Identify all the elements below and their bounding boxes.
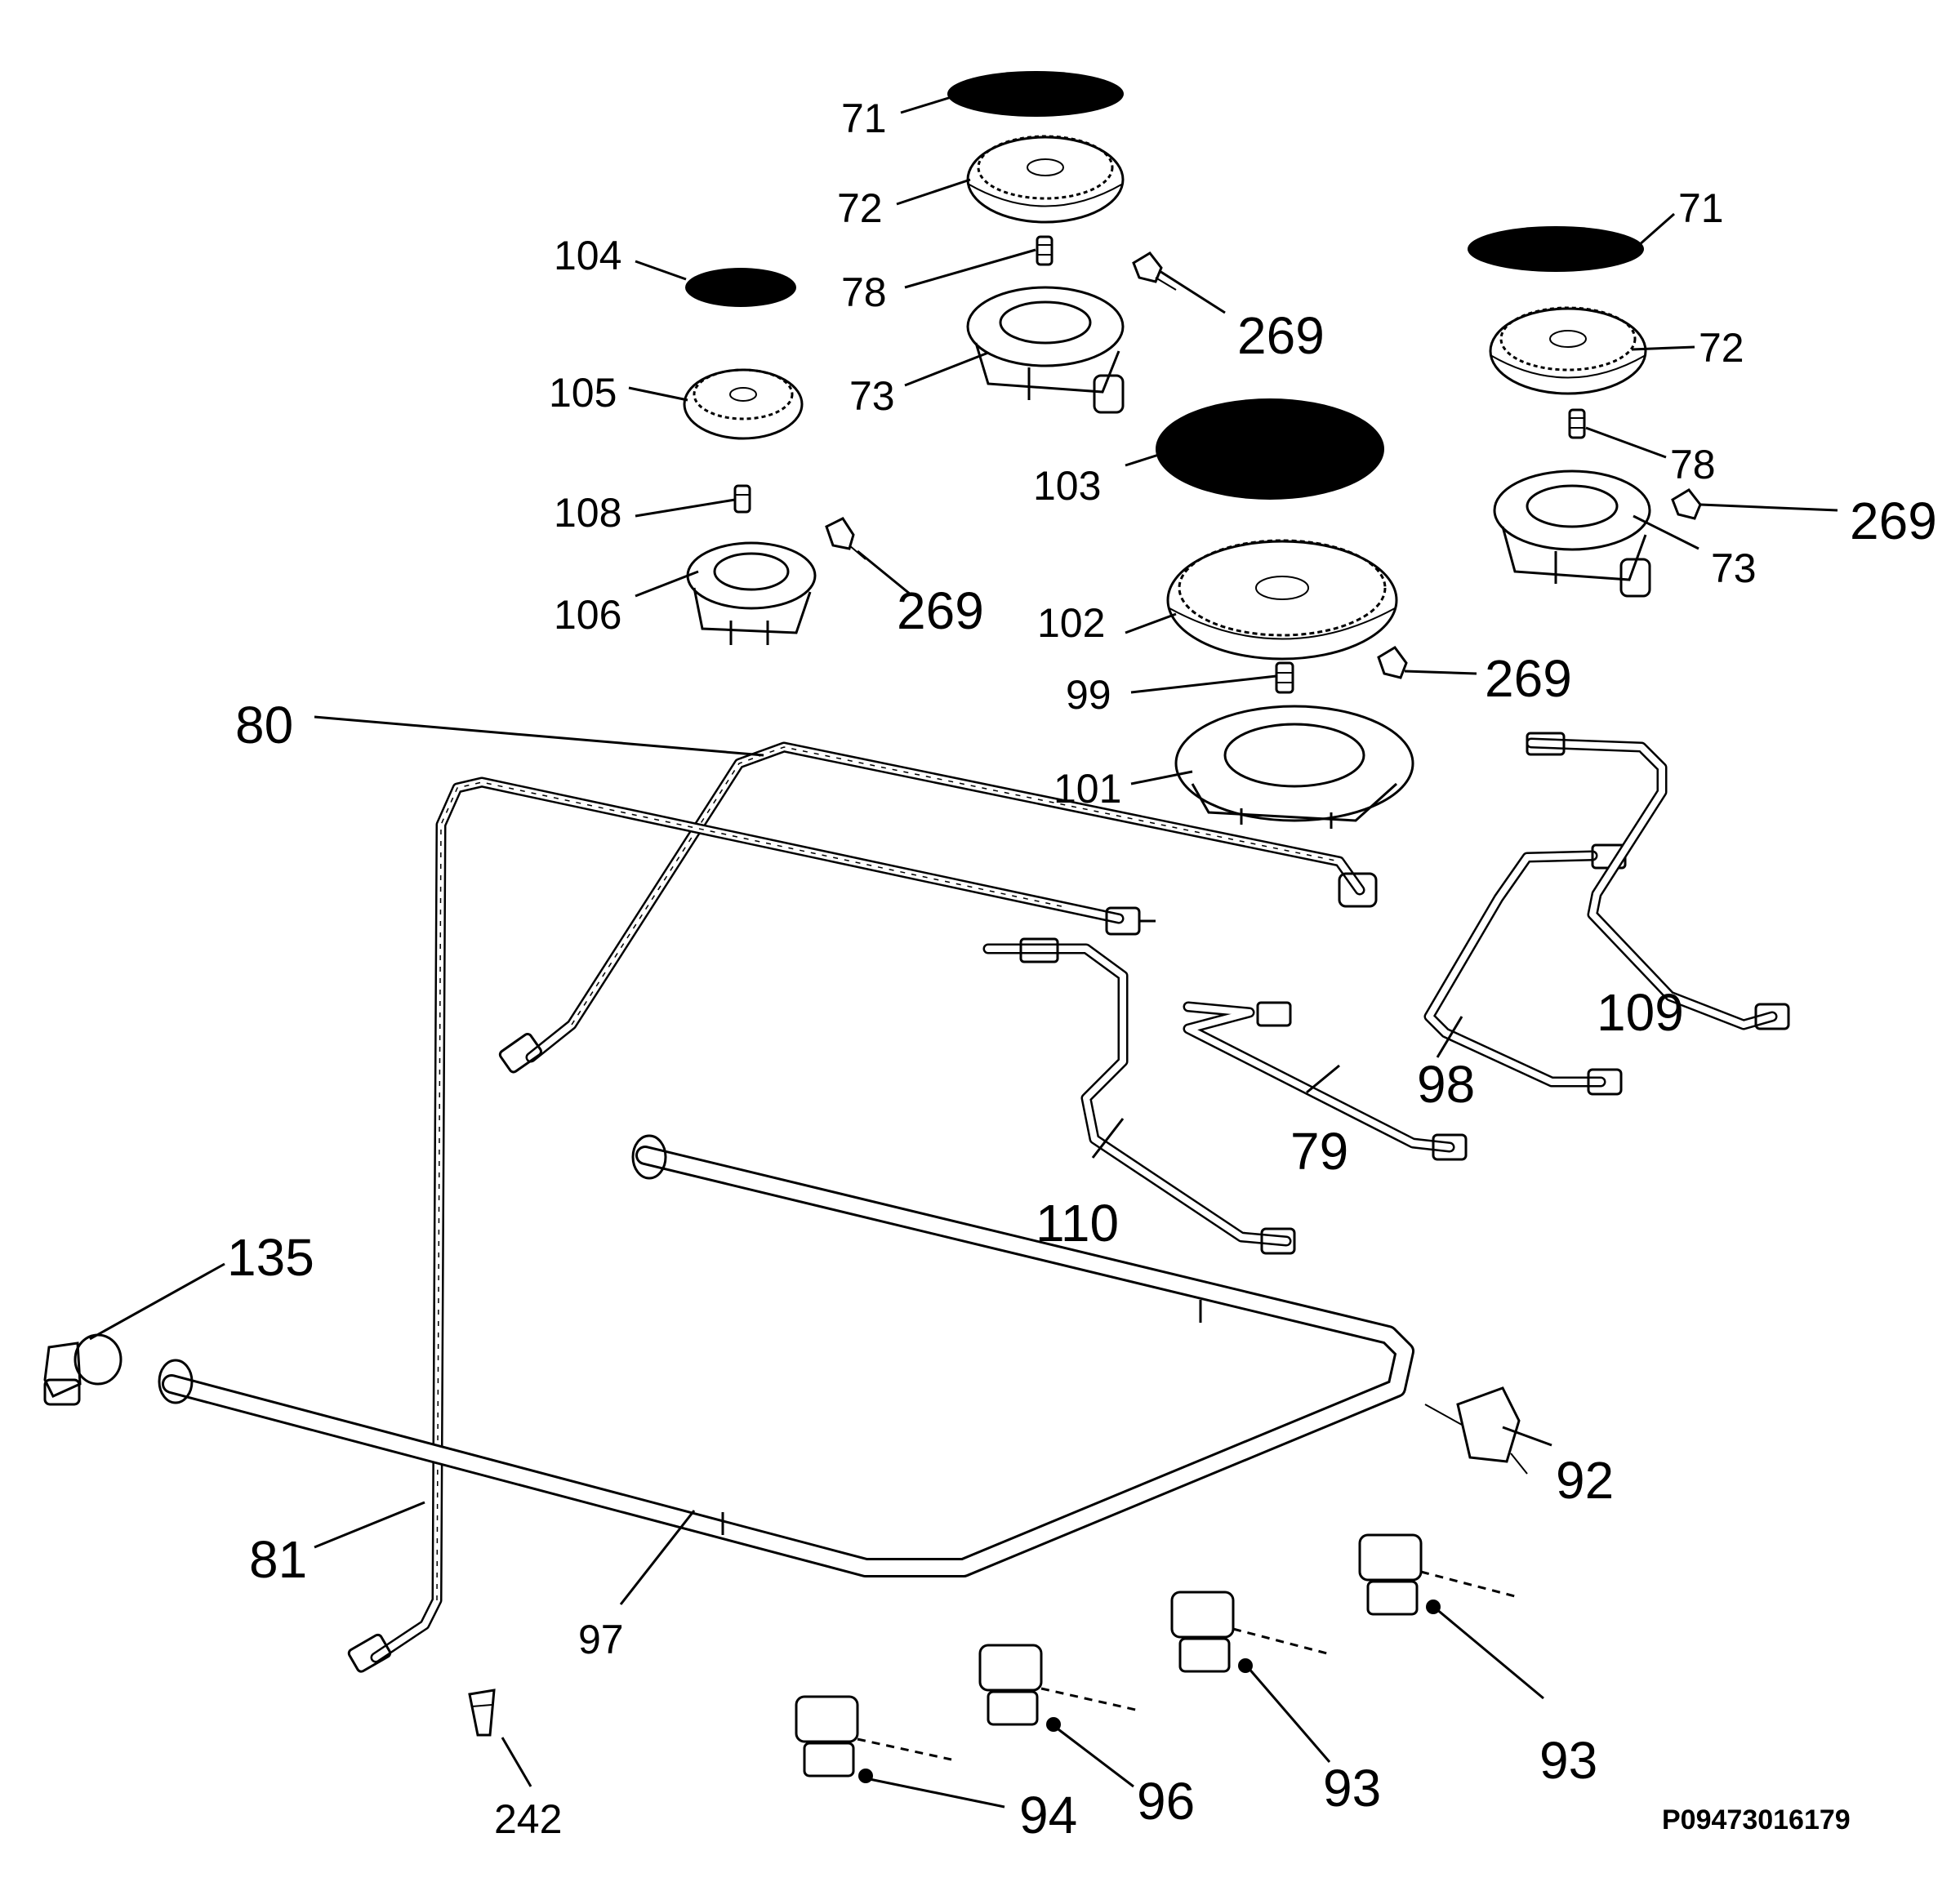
callout-73-top: 73 xyxy=(849,373,895,419)
callout-72-top: 72 xyxy=(837,185,883,231)
burner-cap-71-right xyxy=(1468,226,1644,272)
callout-269-top: 269 xyxy=(1237,306,1325,365)
callout-94: 94 xyxy=(1019,1786,1077,1844)
burner-crown-105 xyxy=(683,368,804,440)
injector-78-right xyxy=(1568,408,1586,439)
callout-110: 110 xyxy=(1036,1194,1119,1253)
burner-crown-72-right xyxy=(1489,306,1647,395)
callout-97: 97 xyxy=(578,1617,624,1662)
elbow-135 xyxy=(43,1333,122,1406)
callout-81: 81 xyxy=(249,1530,307,1589)
gas-pipe-80 xyxy=(498,741,1378,1074)
callout-96: 96 xyxy=(1137,1772,1195,1831)
burner-base-73-right xyxy=(1493,469,1651,598)
callout-135: 135 xyxy=(227,1228,314,1287)
callout-104: 104 xyxy=(554,233,621,278)
burner-cap-71-top xyxy=(947,71,1124,117)
burner-base-106 xyxy=(686,541,817,645)
burner-base-73-top xyxy=(966,286,1125,414)
callout-269-right: 269 xyxy=(1850,492,1937,550)
gas-tap-94 xyxy=(795,1695,952,1783)
burner-cap-103 xyxy=(1156,398,1384,500)
gas-pipe-79 xyxy=(1183,1001,1468,1161)
burner-base-101 xyxy=(1174,705,1414,829)
gas-pipe-97 xyxy=(158,1134,1414,1577)
spark-electrode-269-centre xyxy=(1377,646,1408,679)
gas-pipe-98 xyxy=(1423,843,1627,1096)
callout-109: 109 xyxy=(1597,983,1684,1042)
drawing-code: P09473016179 xyxy=(1662,1804,1851,1835)
callout-78-top: 78 xyxy=(841,269,887,315)
callout-79: 79 xyxy=(1290,1122,1348,1181)
burner-crown-102 xyxy=(1166,539,1398,661)
gas-valve-92 xyxy=(1424,1386,1528,1475)
callout-103: 103 xyxy=(1033,463,1101,509)
spark-electrode-269-top xyxy=(1132,251,1177,291)
callout-71-top: 71 xyxy=(841,96,887,141)
callout-105: 105 xyxy=(549,370,617,416)
gas-pipe-109 xyxy=(1526,732,1790,1030)
burner-cap-104 xyxy=(685,268,796,307)
callout-99: 99 xyxy=(1066,672,1111,718)
callout-101: 101 xyxy=(1054,766,1121,812)
injector-108 xyxy=(733,484,751,514)
callout-72-right: 72 xyxy=(1699,325,1744,371)
burner-crown-72-top xyxy=(966,135,1125,224)
callout-108: 108 xyxy=(554,490,621,536)
callout-71-right: 71 xyxy=(1678,185,1724,231)
gas-tap-96 xyxy=(978,1644,1140,1732)
callout-106: 106 xyxy=(554,592,621,638)
callout-269-centre: 269 xyxy=(1485,649,1572,708)
callout-73-right: 73 xyxy=(1711,545,1757,591)
callout-93-right: 93 xyxy=(1539,1731,1597,1790)
leader-lines xyxy=(89,95,1838,1809)
callout-242: 242 xyxy=(494,1796,562,1842)
callout-80: 80 xyxy=(235,696,293,754)
gas-tap-93-right xyxy=(1358,1533,1516,1616)
spark-electrode-269-right xyxy=(1671,488,1702,520)
gas-pipe-81 xyxy=(347,776,1156,1673)
callout-102: 102 xyxy=(1037,600,1105,646)
fitting-242 xyxy=(468,1689,496,1737)
callout-78-right: 78 xyxy=(1670,442,1716,487)
gas-pipe-110 xyxy=(982,937,1296,1255)
callout-93-middle: 93 xyxy=(1323,1759,1381,1818)
gas-tap-93-middle xyxy=(1170,1591,1328,1673)
callout-98: 98 xyxy=(1417,1055,1475,1114)
injector-99 xyxy=(1275,661,1294,694)
injector-78-top xyxy=(1036,235,1054,266)
callout-92: 92 xyxy=(1556,1451,1614,1510)
callout-269-left: 269 xyxy=(897,581,984,640)
